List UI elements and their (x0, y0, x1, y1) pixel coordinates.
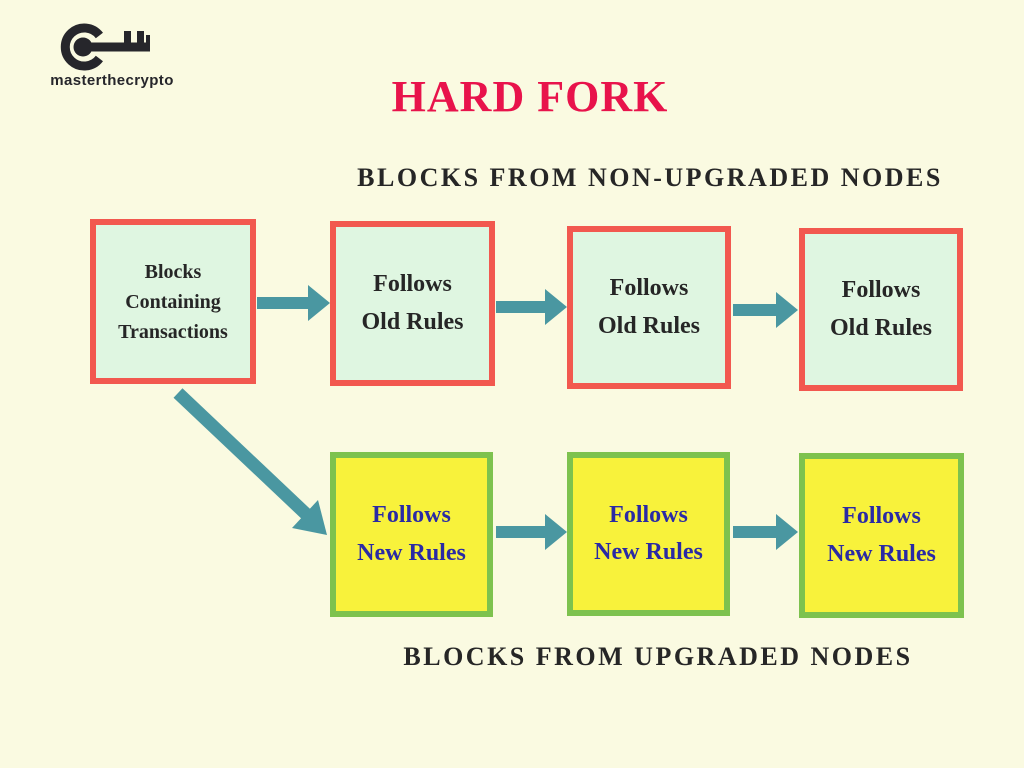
block-containing-transactions: Blocks Containing Transactions (90, 219, 256, 384)
heading-upgraded-nodes: BLOCKS FROM UPGRADED NODES (403, 642, 913, 671)
block-old-rules-1: Follows Old Rules (330, 221, 495, 386)
block-old-rules-3: Follows Old Rules (799, 228, 963, 391)
brand-name: masterthecrypto (50, 72, 174, 89)
block-old-rules-2: Follows Old Rules (567, 226, 731, 389)
arrow-right-icon (257, 285, 330, 321)
arrow-right-icon (496, 289, 567, 325)
block-new-rules-3: Follows New Rules (799, 453, 964, 618)
arrow-right-icon (733, 514, 798, 550)
arrow-diagonal-down-icon (160, 383, 340, 553)
block-new-rules-2: Follows New Rules (567, 452, 730, 616)
heading-non-upgraded-nodes: BLOCKS FROM NON-UPGRADED NODES (357, 163, 943, 192)
arrow-right-icon (733, 292, 798, 328)
block-new-rules-1: Follows New Rules (330, 452, 493, 617)
key-icon (58, 22, 158, 77)
page-title: HARD FORK (391, 72, 669, 122)
arrow-right-icon (496, 514, 567, 550)
